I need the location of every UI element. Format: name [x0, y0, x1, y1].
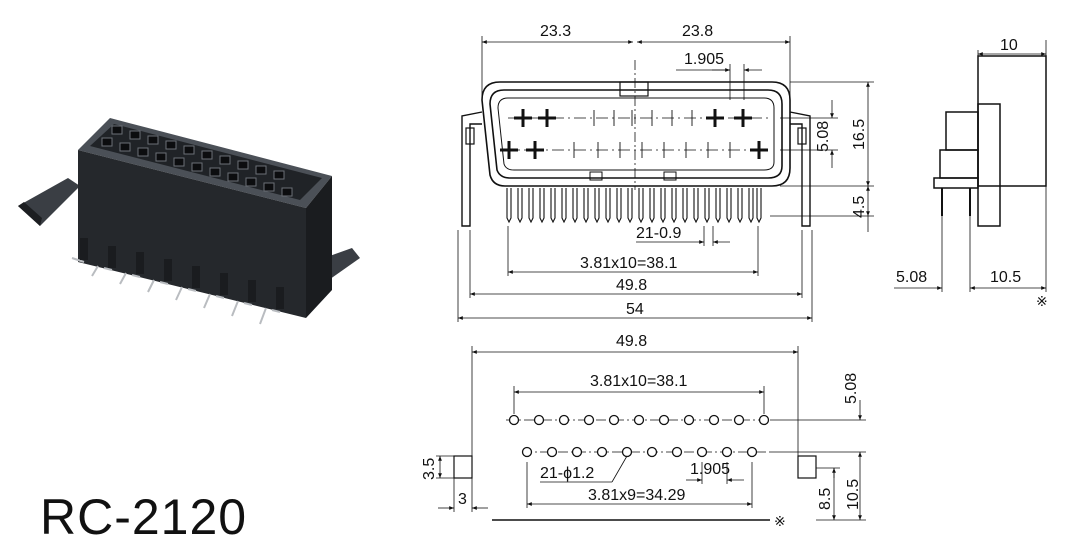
side-view-labels: 10 5.08 10.5 ※: [896, 37, 1048, 309]
dim-height: 16.5: [851, 119, 868, 150]
dim-pin-count-width: 21-0.9: [636, 225, 681, 242]
side-view-dimensions: [894, 40, 1047, 292]
dim-body-width: 49.8: [616, 277, 647, 294]
dim-pitch-top: 1.905: [684, 51, 724, 68]
side-dim-base: 10.5: [990, 269, 1021, 286]
fp-dim-row1-span: 3.81x10=38.1: [590, 373, 688, 390]
footprint-dimensions: [436, 346, 866, 521]
side-dim-depth: 10: [1000, 37, 1018, 54]
footprint-labels: 49.8 3.81x10=38.1 5.08 3.5 3 21-ϕ1.2 1.9…: [421, 333, 862, 529]
fp-dim-pitch: 1.905: [690, 461, 730, 478]
dim-row-spacing: 5.08: [815, 121, 832, 152]
front-view: [461, 60, 811, 227]
fp-dim-width: 49.8: [616, 333, 647, 350]
fp-mark: ※: [774, 513, 786, 529]
front-view-contacts: [500, 109, 768, 159]
footprint-view: [453, 419, 817, 521]
front-view-pins: [506, 188, 762, 224]
dim-left-half: 23.3: [540, 23, 571, 40]
fp-dim-peg-offset: 8.5: [817, 488, 834, 510]
dim-pin-span: 3.81x10=38.1: [580, 255, 678, 272]
dim-right-half: 23.8: [682, 23, 713, 40]
fp-dim-row2-span: 3.81x9=34.29: [588, 487, 686, 504]
front-view-dimensions: [457, 36, 874, 322]
side-mark: ※: [1036, 293, 1048, 309]
footprint-holes: [508, 414, 770, 458]
front-view-labels: 23.3 23.8 1.905 5.08 16.5 4.5 21-0.9 3.8…: [540, 23, 868, 318]
side-view: [933, 55, 1047, 227]
fp-dim-row-spacing: 5.08: [843, 373, 860, 404]
dim-pin-length: 4.5: [851, 196, 868, 218]
fp-dim-base: 10.5: [845, 479, 862, 510]
side-dim-offset: 5.08: [896, 269, 927, 286]
fp-dim-peg-width: 3: [458, 491, 467, 508]
model-number: RC-2120: [40, 489, 248, 545]
fp-dim-hole: 21-ϕ1.2: [540, 465, 594, 482]
dim-overall-width: 54: [626, 301, 644, 318]
fp-dim-peg-height: 3.5: [421, 458, 438, 480]
connector-photo: [18, 118, 360, 325]
